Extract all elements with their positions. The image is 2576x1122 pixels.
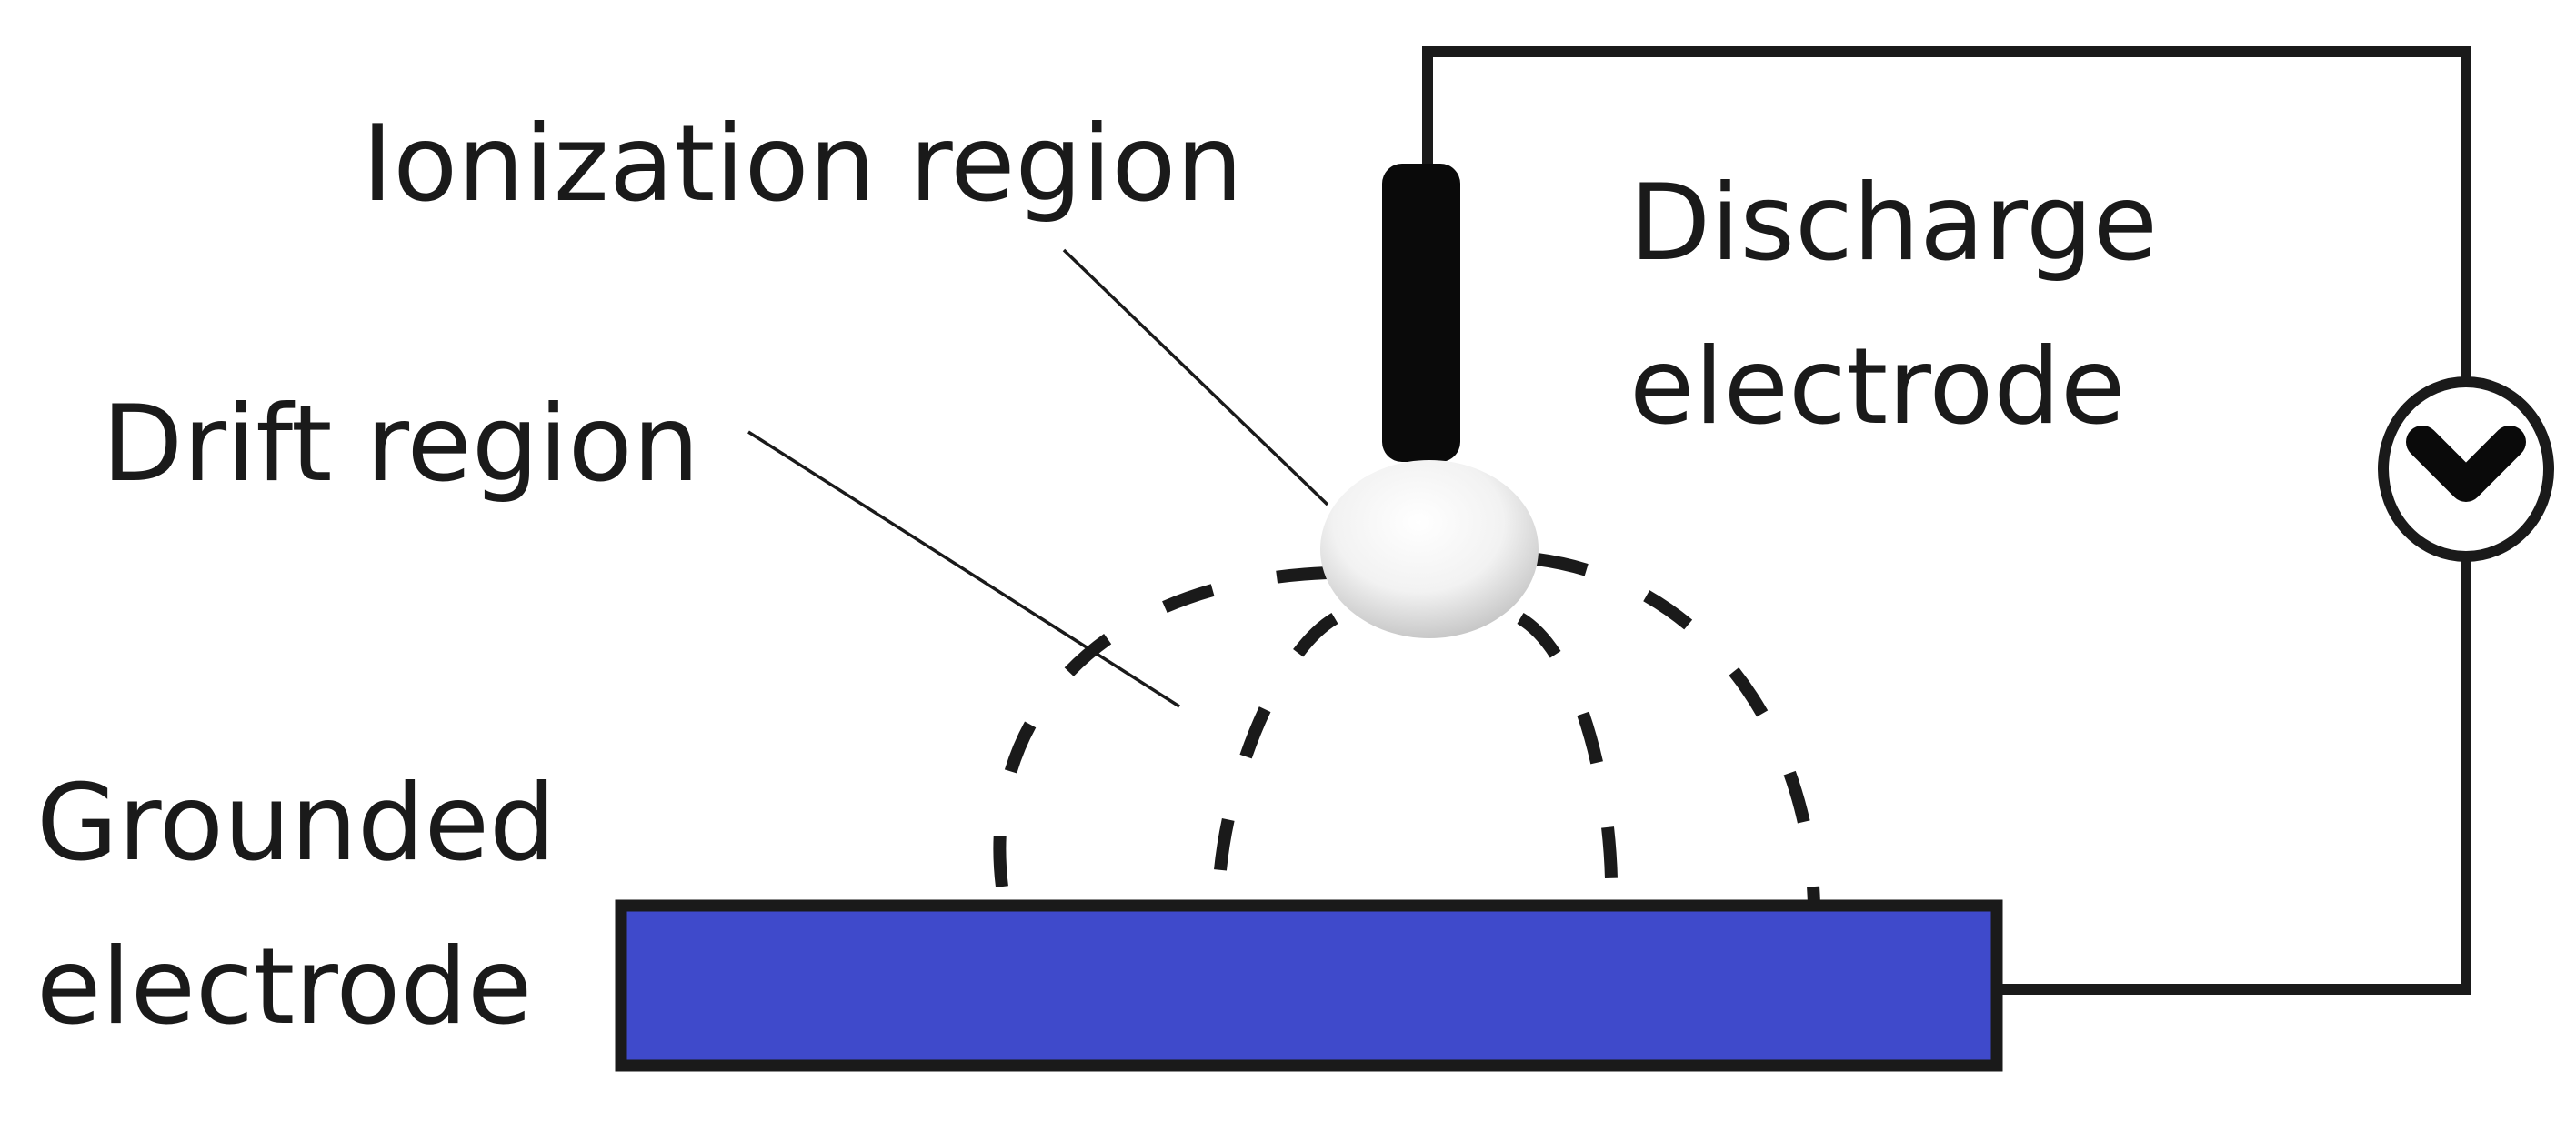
discharge-electrode-label-line2: electrode: [1629, 326, 2125, 448]
power-source: [2378, 376, 2554, 562]
discharge-electrode-needle: [1382, 164, 1460, 462]
circuit-wire-top: [1422, 46, 2471, 382]
drift-region-label: Drift region: [102, 383, 699, 506]
field-lines: [993, 553, 1820, 907]
grounded-electrode-label-line1: Grounded: [36, 762, 556, 885]
ionization-region-label: Ionization region: [362, 103, 1243, 225]
discharge-electrode-label-line1: Discharge: [1629, 162, 2158, 285]
circled-chevron-down-icon: [2406, 426, 2526, 502]
field-line-inner-right: [1517, 612, 1619, 906]
circuit-wire-bottom: [1997, 556, 2471, 995]
grounded-electrode-plate: [615, 899, 2003, 1072]
field-line-outer-right: [1536, 553, 1820, 906]
field-line-inner-left: [1212, 612, 1338, 906]
ionization-region-leader: [1062, 248, 1329, 506]
ionization-glow: [1320, 460, 1539, 638]
grounded-electrode-label-line2: electrode: [36, 926, 532, 1048]
drift-region-leader: [747, 430, 1180, 708]
